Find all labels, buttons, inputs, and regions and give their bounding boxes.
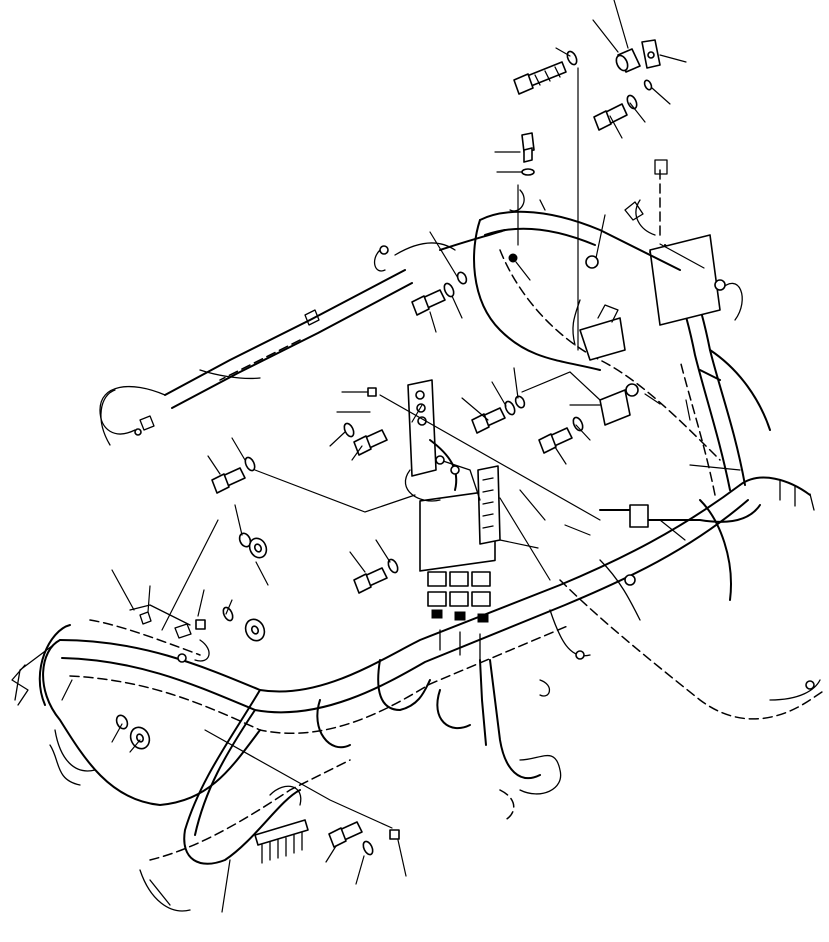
washer-bottom [362, 840, 374, 856]
bolt-top [513, 61, 567, 95]
upper-harness [439, 189, 721, 461]
bolt-vertical [521, 132, 535, 163]
washer-center-lower [387, 558, 399, 574]
junction-module [419, 489, 496, 661]
washer-left [244, 456, 256, 472]
washer-left-mid [343, 422, 355, 438]
washer-lower-left [222, 606, 234, 622]
nut-bottom [389, 829, 400, 840]
left-harness-loop [11, 619, 261, 806]
right-harness-branches [549, 476, 826, 720]
washer-far-left [115, 714, 129, 730]
leader-lines [61, 0, 741, 913]
grommet-far-left [129, 726, 151, 750]
lower-harness-loop [139, 689, 351, 912]
bolt-left [211, 467, 246, 494]
bracket-clip-top [641, 39, 661, 69]
small-washer-top [643, 79, 653, 91]
nut-lower-left [195, 619, 206, 630]
bolt-left-mid [353, 429, 388, 456]
nut-left-top [367, 387, 377, 397]
bottom-comb-connector [254, 785, 309, 864]
clip-right-center [599, 383, 639, 426]
upper-left-harness-arm [99, 242, 456, 446]
cylinder-spacer [615, 48, 641, 73]
bolt-center [471, 407, 506, 434]
grommet-left [248, 537, 268, 559]
bolt-right-center [538, 427, 573, 454]
nut-center-top [508, 184, 519, 263]
connector-nubs [134, 245, 815, 690]
bolt-mid-left [411, 289, 446, 316]
washer-mid-left-2 [456, 271, 468, 285]
washer-upper-right [626, 94, 638, 110]
center-harness-loops [316, 659, 562, 821]
washer-vertical [521, 168, 535, 176]
grommet-lower-left [244, 618, 266, 642]
right-vertical-trunk [624, 159, 771, 496]
washer-center [504, 395, 526, 416]
washer-right-center [572, 416, 584, 432]
connector-strip [477, 465, 501, 545]
bolt-center-lower [353, 567, 388, 594]
washer-top [566, 50, 578, 66]
bolt-bottom [328, 821, 363, 848]
washer-mid-left [443, 282, 455, 298]
mid-left-connectors [129, 604, 210, 662]
connector-plate [404, 379, 481, 502]
bolt-upper-right [593, 103, 628, 131]
